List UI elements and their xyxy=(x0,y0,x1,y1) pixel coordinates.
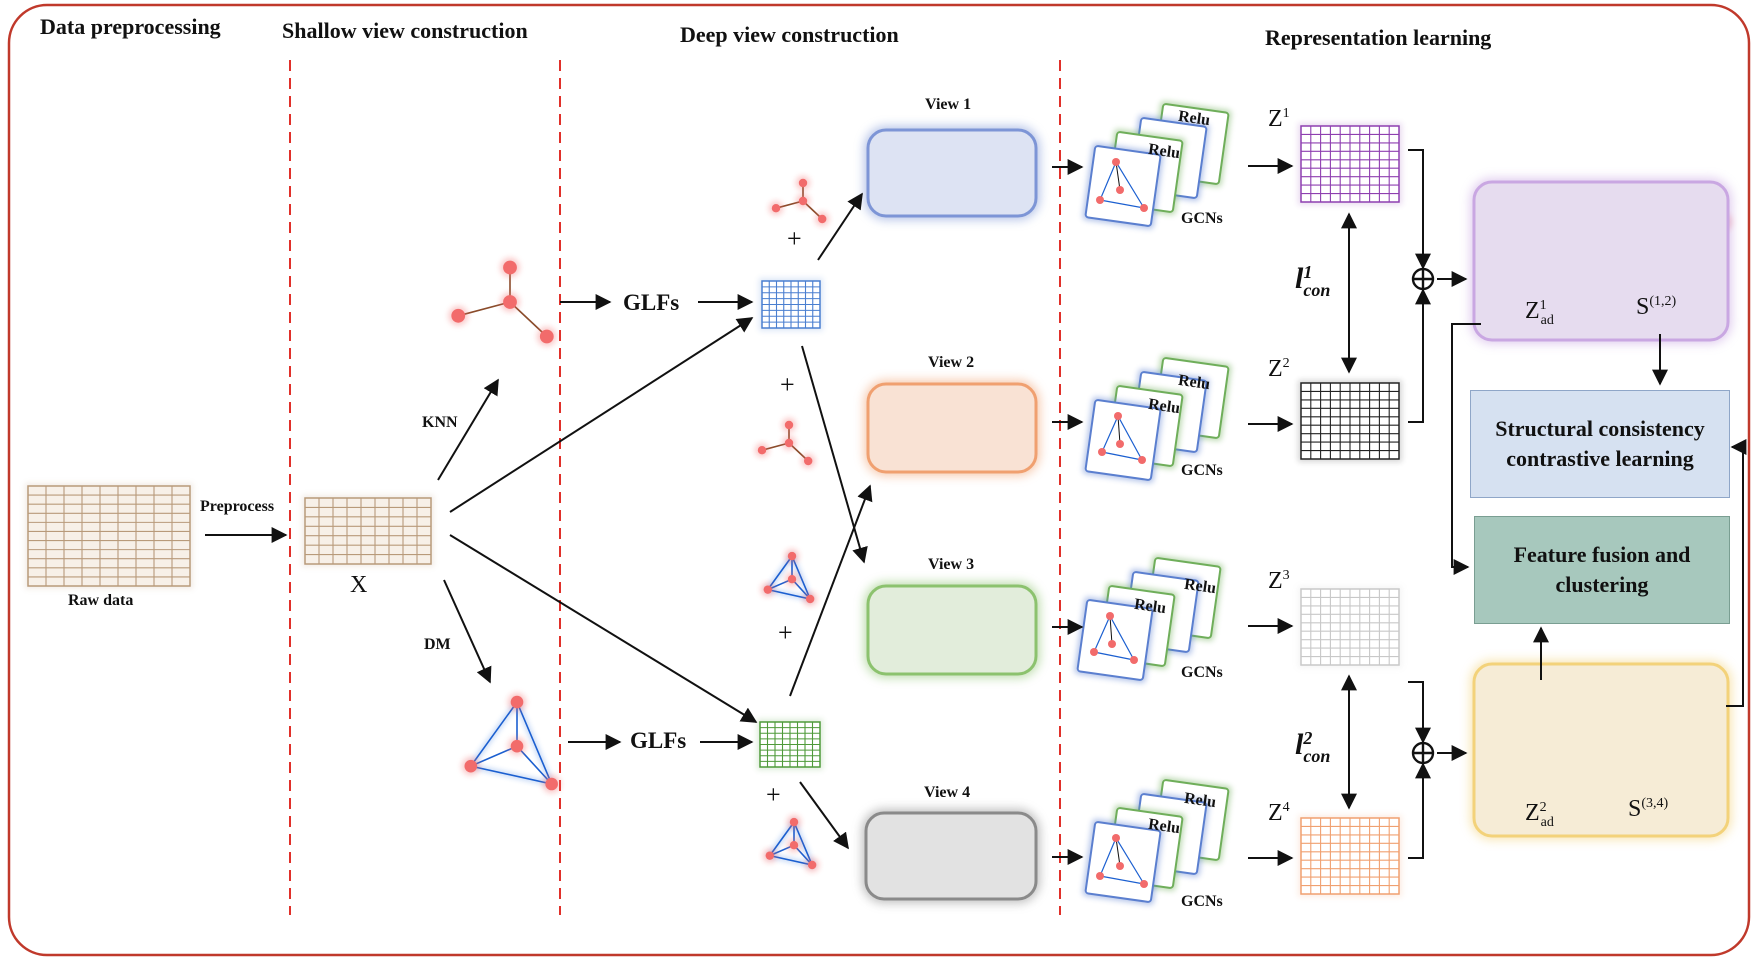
feature-fusion-box: Feature fusion and clustering xyxy=(1474,516,1730,624)
section-dividers xyxy=(289,60,1061,915)
glfs-bottom-label: GLFs xyxy=(630,728,687,753)
z4-label: Z4 xyxy=(1268,800,1290,826)
gcn-stacks xyxy=(1074,100,1232,906)
z3-to-oplus-arrow xyxy=(1408,681,1431,744)
raw-data-grid xyxy=(25,483,193,589)
z4-to-oplus-arrow xyxy=(1408,762,1431,859)
knn-label: KNN xyxy=(422,414,458,431)
plus-sign: + xyxy=(778,618,793,647)
z2-matrix xyxy=(1298,380,1402,462)
z2-to-oplus-arrow xyxy=(1408,288,1431,423)
gcns-label: GCNs xyxy=(1181,893,1223,910)
dm-graph xyxy=(461,692,561,794)
view-4-label: View 4 xyxy=(924,784,971,801)
gcn-stack-3 xyxy=(1074,554,1224,684)
outer-frame xyxy=(7,3,1751,957)
section-title-shallow-view: Shallow view construction xyxy=(282,18,528,43)
glfs-top-label: GLFs xyxy=(623,290,680,315)
view-2-box xyxy=(864,380,1040,476)
z-ad-2-label: Z2ad xyxy=(1525,800,1554,830)
glf-matrix-green xyxy=(757,719,823,770)
small-star-graph xyxy=(768,175,830,227)
section-title-data-preprocessing: Data preprocessing xyxy=(40,14,221,39)
gcn-stack-2 xyxy=(1082,354,1232,484)
view-3-box xyxy=(864,582,1040,678)
z-ad-1-label: Z1ad xyxy=(1525,298,1554,328)
to-view-1-arrow xyxy=(817,192,863,261)
fusion-panel-top xyxy=(1470,178,1732,344)
x-to-blue-grid-arrow xyxy=(449,317,754,513)
oplus-icons xyxy=(1411,267,1435,765)
small-triangle-graph xyxy=(760,548,818,607)
view-boxes xyxy=(862,126,1040,903)
gcns-label: GCNs xyxy=(1181,664,1223,681)
knn-graph xyxy=(448,257,557,347)
z3-matrix xyxy=(1298,586,1402,668)
panel-bottom-to-structural-arrow xyxy=(1726,439,1747,707)
fusion-panels xyxy=(1470,178,1732,840)
small-star-graph xyxy=(754,417,816,469)
s-34-label: S(3,4) xyxy=(1628,796,1669,822)
preprocess-label: Preprocess xyxy=(200,498,275,515)
z1-matrix xyxy=(1298,123,1402,205)
panel-top-to-fusion-arrow xyxy=(1451,323,1481,575)
fusion-panel-bottom xyxy=(1470,660,1732,840)
dm-label: DM xyxy=(424,636,451,653)
x-label: X xyxy=(350,572,368,598)
gcns-label: GCNs xyxy=(1181,462,1223,479)
gcn-stack-1 xyxy=(1082,100,1232,230)
glf-matrix-blue xyxy=(759,278,823,331)
s-12-label: S(1,2) xyxy=(1636,294,1677,320)
knn-arrow xyxy=(437,378,499,481)
section-title-deep-view: Deep view construction xyxy=(680,22,899,47)
z2-label: Z2 xyxy=(1268,356,1290,382)
z1-label: Z1 xyxy=(1268,106,1290,132)
structural-consistency-box: Structural consistency contrastive learn… xyxy=(1470,390,1730,498)
plus-sign: + xyxy=(780,370,795,399)
arrows xyxy=(205,149,1747,866)
view-1-label: View 1 xyxy=(925,96,972,113)
dm-arrow xyxy=(443,579,492,684)
x-matrix-grid xyxy=(302,495,434,567)
oplus-icon xyxy=(1411,267,1435,291)
raw-data-label: Raw data xyxy=(68,592,134,609)
section-title-representation: Representation learning xyxy=(1265,25,1492,50)
x-to-green-grid-arrow xyxy=(449,534,758,723)
oplus-icon xyxy=(1411,741,1435,765)
to-view-2-arrow xyxy=(789,484,873,697)
gcns-label: GCNs xyxy=(1181,210,1223,227)
plus-sign: + xyxy=(766,780,781,809)
view-1-box xyxy=(864,126,1040,220)
view-3-label: View 3 xyxy=(928,556,975,573)
to-view-3-arrow xyxy=(801,345,868,564)
plus-sign: + xyxy=(787,224,802,253)
view-2-label: View 2 xyxy=(928,354,975,371)
z4-matrix xyxy=(1298,815,1402,897)
view-4-box xyxy=(862,809,1040,903)
gcn-stack-4 xyxy=(1082,776,1232,906)
z1-to-oplus-arrow xyxy=(1408,149,1431,270)
z3-label: Z3 xyxy=(1268,568,1290,594)
to-view-4-arrow xyxy=(799,781,849,850)
small-triangle-graph xyxy=(762,814,820,873)
